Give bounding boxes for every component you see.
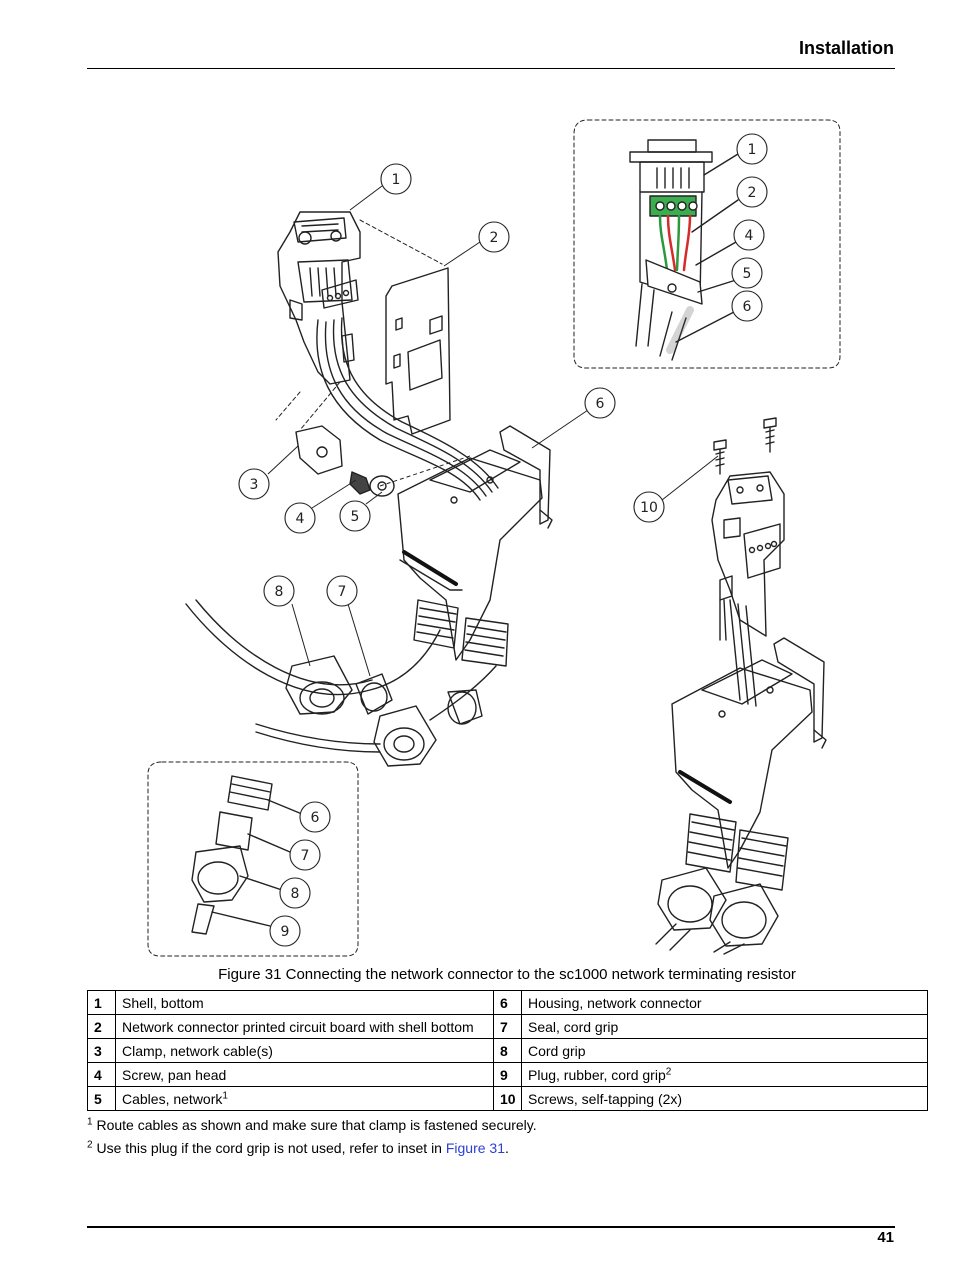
svg-text:5: 5 [743, 266, 752, 282]
legend-item-text: Cord grip [521, 1038, 928, 1063]
page-header-title: Installation [798, 38, 894, 58]
legend-item-text: Shell, bottom [115, 990, 494, 1015]
svg-text:1: 1 [748, 142, 757, 158]
inset-callout-9 [269, 915, 301, 947]
legend-item-number: 7 [493, 1014, 522, 1039]
footnote-marker: 1 [222, 1089, 228, 1101]
legend-item-number: 1 [87, 990, 116, 1015]
inset-callout-8 [279, 877, 311, 909]
legend-item-text: Cables, network1 [115, 1086, 494, 1111]
svg-text:4: 4 [745, 228, 754, 244]
figure-caption: Figure 31 Connecting the network connect… [218, 966, 796, 983]
legend-item-number: 3 [87, 1038, 116, 1063]
callout-2 [478, 221, 510, 253]
callout-3 [238, 468, 270, 500]
svg-text:7: 7 [301, 848, 310, 864]
svg-text:10: 10 [640, 500, 658, 516]
legend-item-number: 10 [493, 1086, 522, 1111]
svg-text:3: 3 [250, 477, 259, 493]
inset-callout-5 [731, 257, 763, 289]
svg-text:5: 5 [351, 509, 360, 525]
inset-callout-7 [289, 839, 321, 871]
svg-text:6: 6 [596, 396, 605, 412]
legend-item-number: 4 [87, 1062, 116, 1087]
footnote-1: 1 Route cables as shown and make sure th… [87, 1116, 537, 1133]
legend-item-text: Network connector printed circuit board … [115, 1014, 494, 1039]
callout-10 [633, 491, 665, 523]
inset-callout-4 [733, 219, 765, 251]
legend-item-text: Housing, network connector [521, 990, 928, 1015]
svg-text:6: 6 [743, 299, 752, 315]
callout-7 [326, 575, 358, 607]
inset-callout-2 [736, 176, 768, 208]
svg-text:2: 2 [490, 230, 499, 246]
legend-item-text: Screw, pan head [115, 1062, 494, 1087]
callout-6 [584, 387, 616, 419]
page-number: 41 [877, 1229, 894, 1246]
footer-rule [87, 1226, 895, 1228]
legend-item-number: 9 [493, 1062, 522, 1087]
footnote-marker: 2 [665, 1065, 672, 1077]
inset-callout-6 [731, 290, 763, 322]
svg-text:9: 9 [281, 924, 290, 940]
svg-text:2: 2 [748, 185, 757, 201]
legend-item-number: 6 [493, 990, 522, 1015]
connector-assembly-figure: 1 2 3 4 5 6 7 8 10 1 2 4 5 6 6 7 8 9 [147, 119, 841, 957]
footnote-2: 2 Use this plug if the cord grip is not … [87, 1139, 509, 1156]
callout-8 [263, 575, 295, 607]
svg-text:4: 4 [296, 511, 305, 527]
callout-5 [339, 500, 371, 532]
inset-callout-1 [736, 133, 768, 165]
legend-item-text: Plug, rubber, cord grip2 [521, 1062, 928, 1087]
header-rule [87, 68, 895, 69]
svg-text:6: 6 [311, 810, 320, 826]
svg-text:8: 8 [275, 584, 284, 600]
svg-text:8: 8 [291, 886, 300, 902]
callout-4 [284, 502, 316, 534]
legend-item-text: Clamp, network cable(s) [115, 1038, 494, 1063]
callout-1 [380, 163, 412, 195]
figure-link[interactable]: Figure 31 [445, 1140, 506, 1156]
inset-callout-6b [299, 801, 331, 833]
legend-item-number: 2 [87, 1014, 116, 1039]
svg-text:7: 7 [338, 584, 347, 600]
legend-item-text: Screws, self-tapping (2x) [521, 1086, 928, 1111]
legend-item-number: 8 [493, 1038, 522, 1063]
legend-item-text: Seal, cord grip [521, 1014, 928, 1039]
legend-item-number: 5 [87, 1086, 116, 1111]
svg-text:1: 1 [392, 172, 401, 188]
